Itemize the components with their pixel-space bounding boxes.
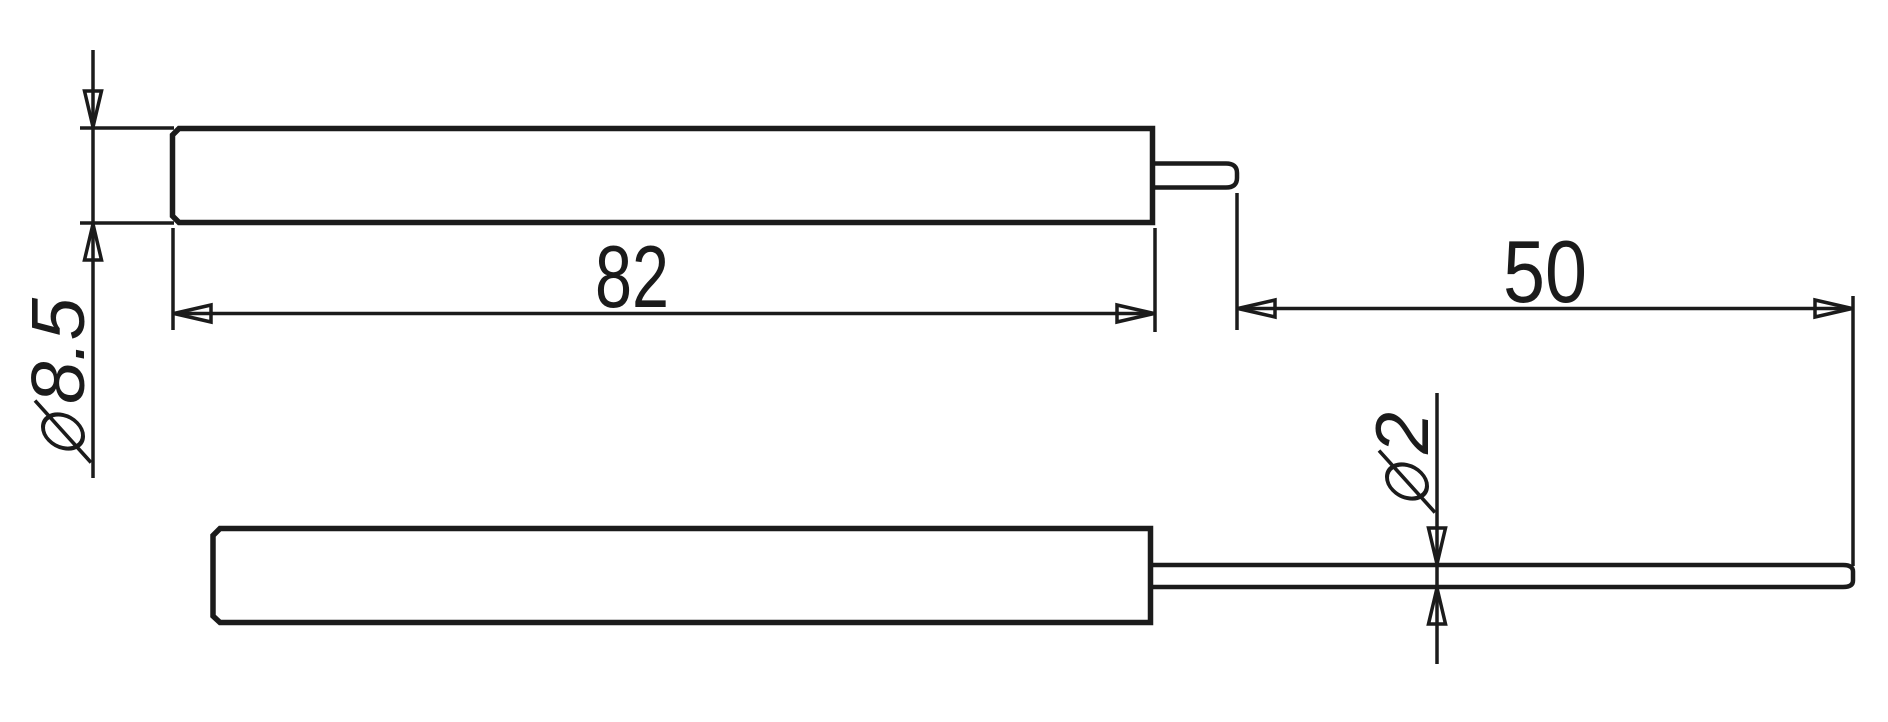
dimension-body-diameter: 8.5 xyxy=(16,50,174,478)
dimension-value: 2 xyxy=(1360,412,1444,455)
arrowhead-down-icon xyxy=(82,89,104,128)
dimension-label-body-diameter: 8.5 xyxy=(16,298,100,464)
diameter-symbol-icon xyxy=(1377,449,1437,514)
dimension-rod-diameter: 2 xyxy=(1360,393,1448,664)
arrowhead-up-icon xyxy=(82,223,104,262)
bottom-view-rod-outline xyxy=(1149,562,1856,590)
arrowhead-right-icon xyxy=(1115,302,1155,325)
bottom-view xyxy=(210,525,1856,626)
arrowhead-left-icon xyxy=(1237,297,1277,320)
arrowhead-down-icon xyxy=(1426,526,1448,565)
arrowhead-right-icon xyxy=(1813,297,1853,320)
dimension-label-rod-diameter: 2 xyxy=(1360,412,1444,514)
dimension-body-length: 82 xyxy=(171,227,1157,332)
arrowhead-left-icon xyxy=(173,302,213,325)
bottom-view-body-outline xyxy=(210,525,1154,626)
dimension-value: 8.5 xyxy=(16,298,100,404)
dimension-value: 50 xyxy=(1503,222,1587,321)
top-view-body-outline xyxy=(169,125,1156,226)
diameter-symbol-icon xyxy=(33,399,93,464)
dimension-rod-length: 50 xyxy=(1235,193,1855,566)
top-view xyxy=(169,125,1240,226)
top-view-stub-outline xyxy=(1152,161,1240,190)
dimension-value: 82 xyxy=(595,227,669,326)
arrowhead-up-icon xyxy=(1426,587,1448,626)
